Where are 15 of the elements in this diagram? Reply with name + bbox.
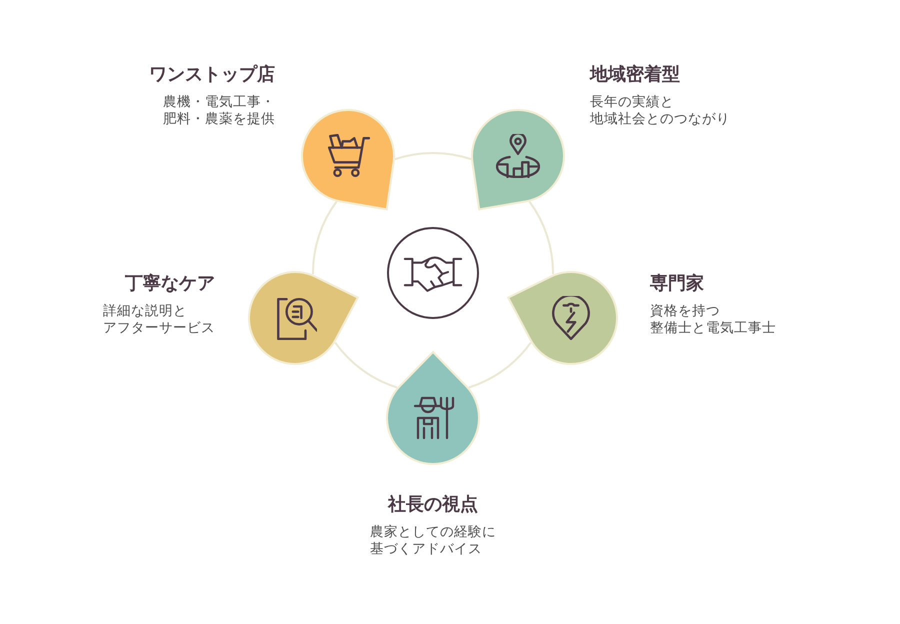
feature-heading: 社長の視点 bbox=[388, 493, 478, 517]
feature-heading: 丁寧なケア bbox=[125, 272, 215, 296]
feature-description: 農家としての経験に基づくアドバイス bbox=[370, 524, 496, 557]
feature-heading: ワンストップ店 bbox=[149, 63, 275, 87]
ring-arc bbox=[528, 200, 554, 274]
ring-arc bbox=[394, 152, 472, 160]
feature-description: 農機・電気工事・肥料・農薬を提供 bbox=[163, 94, 275, 127]
feature-description: 詳細な説明とアフターサービス bbox=[103, 303, 215, 336]
ring-arc bbox=[468, 342, 532, 388]
ring-arc bbox=[334, 342, 398, 388]
feature-heading: 地域密着型 bbox=[590, 63, 680, 87]
ring-arc bbox=[312, 200, 338, 274]
feature-heading: 専門家 bbox=[650, 272, 704, 296]
feature-description: 長年の実績と地域社会とのつながり bbox=[590, 94, 730, 127]
feature-description: 資格を持つ整備士と電気工事士 bbox=[650, 303, 776, 336]
